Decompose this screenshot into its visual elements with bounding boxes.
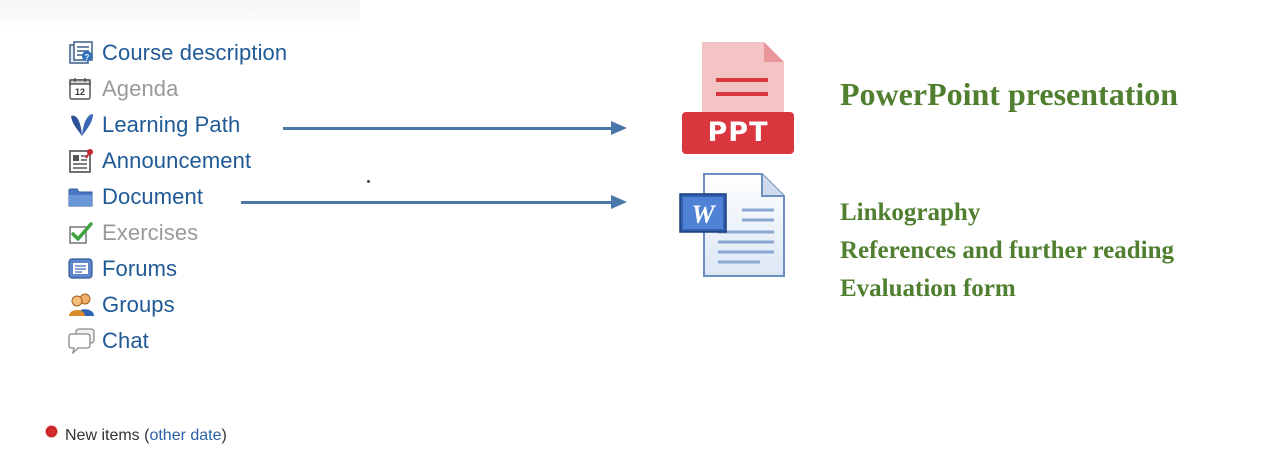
menu-label: Forums (102, 256, 178, 281)
menu-item-document[interactable]: Document (68, 180, 203, 214)
ppt-file-icon: PPT (680, 40, 798, 161)
announcement-icon (68, 147, 102, 175)
menu-label: Announcement (102, 148, 252, 173)
menu-item-exercises[interactable]: Exercises (68, 216, 198, 250)
speck (367, 180, 370, 183)
menu-label: Document (102, 184, 204, 209)
ppt-badge-label: PPT (707, 117, 769, 148)
legend-text: New items ( (65, 427, 150, 444)
ppt-caption: PowerPoint presentation (840, 76, 1179, 112)
menu-item-chat[interactable]: Chat (68, 324, 149, 358)
word-document-icon: W (678, 172, 790, 285)
caption-evaluation-form: Evaluation form (840, 275, 1016, 302)
menu-item-forums[interactable]: Forums (68, 252, 177, 286)
word-caption-list: Linkography References and further readi… (840, 194, 1174, 308)
checkmark-icon (68, 219, 102, 247)
arrow-head (611, 121, 627, 135)
menu-label: Agenda (102, 76, 179, 101)
learning-path-icon (68, 111, 102, 139)
arrow-head (611, 195, 627, 209)
document-arrow (241, 195, 627, 209)
legend-close: ) (221, 427, 227, 444)
menu-label: Groups (102, 292, 175, 317)
svg-text:12: 12 (75, 87, 85, 97)
menu-label: Exercises (102, 220, 199, 245)
new-items-legend: New items (other date) (46, 425, 227, 445)
groups-icon (68, 291, 102, 319)
svg-text:W: W (691, 200, 716, 229)
menu-label: Course description (102, 40, 288, 65)
caption-linkography: Linkography (840, 199, 981, 226)
menu-item-learning-path[interactable]: Learning Path (68, 108, 240, 142)
menu-label: Chat (102, 328, 149, 353)
forum-icon (68, 255, 102, 283)
other-date-link[interactable]: other date (149, 427, 222, 444)
menu-item-agenda[interactable]: 12 Agenda (68, 72, 178, 106)
svg-text:?: ? (85, 53, 90, 62)
menu-item-groups[interactable]: Groups (68, 288, 175, 322)
menu-item-course-description[interactable]: ? Course description (68, 36, 287, 70)
menu-item-announcement[interactable]: Announcement (68, 144, 251, 178)
caption-references: References and further reading (840, 237, 1174, 264)
course-description-icon: ? (68, 39, 102, 67)
menu-label: Learning Path (102, 112, 241, 137)
top-bar (0, 0, 360, 30)
new-item-dot-icon (46, 425, 57, 437)
agenda-calendar-icon: 12 (68, 75, 102, 103)
chat-bubble-icon (68, 327, 102, 355)
learning-path-arrow (283, 121, 627, 135)
folder-icon (68, 183, 102, 211)
